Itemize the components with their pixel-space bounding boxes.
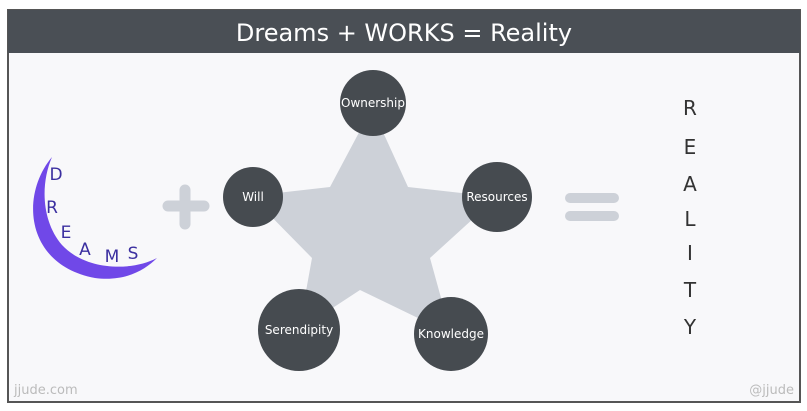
- dreams-letter: E: [61, 223, 72, 243]
- footer-left: jjude.com: [13, 383, 78, 398]
- node-label: Knowledge: [418, 327, 484, 341]
- node-label: Serendipity: [265, 323, 333, 337]
- node-label: Will: [242, 190, 264, 204]
- reality-letter: T: [683, 278, 697, 302]
- reality-letter: E: [684, 135, 697, 159]
- reality-letter: R: [683, 96, 697, 120]
- moon-icon: [33, 157, 157, 279]
- works-node-serendipity: Serendipity: [258, 289, 340, 371]
- reality-letter: I: [687, 241, 693, 265]
- star-shape: [251, 108, 497, 334]
- footer-right: @jjude: [749, 383, 794, 398]
- reality-letter: A: [683, 172, 697, 196]
- dreams-letter: A: [79, 240, 91, 260]
- dreams-letter: D: [49, 165, 62, 185]
- dreams-letter: M: [105, 247, 120, 267]
- node-label: Ownership: [341, 96, 405, 110]
- reality-letter: Y: [683, 315, 697, 339]
- dreams-letter: R: [46, 198, 58, 218]
- works-node-will: Will: [223, 167, 283, 227]
- works-node-resources: Resources: [462, 162, 532, 232]
- works-node-ownership: Ownership: [340, 70, 406, 136]
- node-label: Resources: [466, 190, 527, 204]
- works-node-knowledge: Knowledge: [414, 297, 488, 371]
- reality-letter: L: [684, 207, 696, 231]
- plus-icon: [162, 184, 210, 230]
- equals-icon: [565, 193, 619, 221]
- header-bar: [8, 10, 800, 53]
- dreams-letter: S: [128, 244, 139, 264]
- page-title: Dreams + WORKS = Reality: [236, 19, 572, 47]
